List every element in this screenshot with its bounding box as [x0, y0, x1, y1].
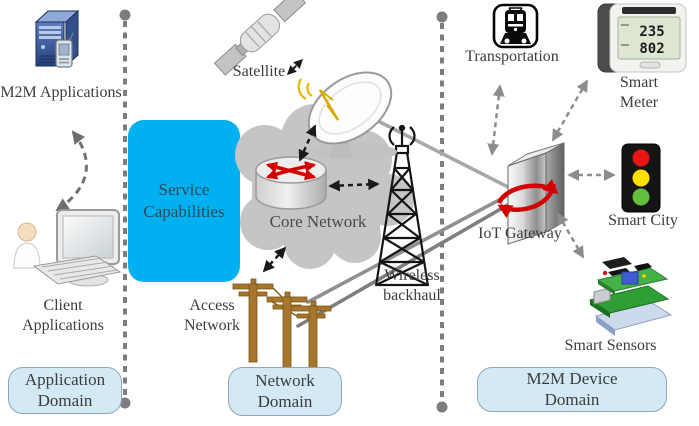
client-workstation-icon [13, 209, 122, 287]
utility-poles-icon [232, 278, 332, 383]
m2m-device-domain-badge-label: M2M Device Domain [526, 369, 618, 409]
access-network-label: Access Network [184, 297, 240, 334]
link-router-tower [328, 178, 380, 192]
core-network-label: Core Network [269, 212, 367, 231]
link-dish-router [298, 124, 317, 162]
gateway-links [487, 79, 616, 259]
transportation-label: Transportation [465, 48, 559, 65]
satellite-icon [213, 0, 307, 76]
divider-application-network [119, 9, 131, 409]
smart-meter-icon: 235 802 [597, 3, 687, 73]
service-capabilities-box: Service Capabilities [128, 120, 240, 282]
smart-sensors-label: Smart Sensors [564, 337, 657, 354]
network-links [262, 59, 380, 273]
cell-tower-icon [374, 124, 430, 287]
network-domain-badge: Network Domain [228, 367, 342, 416]
meter-reading-bottom: 802 [639, 41, 664, 57]
client-applications-label: Client Applications [22, 297, 104, 334]
application-domain-badge-label: Application Domain [24, 370, 106, 410]
smart-meter-label: Smart Meter [619, 74, 659, 111]
satellite-label: Satellite [232, 63, 286, 80]
m2m-applications-label: M2M Applications [0, 84, 122, 101]
core-router-icon [255, 156, 327, 210]
iot-gateway-label: IoT Gateway [478, 225, 562, 242]
link-gateway-meter [551, 79, 589, 142]
link-gateway-transportation [487, 84, 505, 156]
traffic-light-icon [621, 143, 661, 213]
m2m-device-domain-badge: M2M Device Domain [477, 367, 667, 412]
satellite-dish-icon [297, 71, 397, 161]
link-apps-client [55, 130, 88, 212]
smart-city-label: Smart City [608, 212, 678, 229]
link-core-access [262, 246, 287, 273]
meter-reading-top: 235 [639, 24, 664, 40]
network-domain-badge-label: Network Domain [255, 371, 315, 411]
sensor-board-icon [588, 257, 673, 336]
link-satellite-dish [287, 59, 303, 75]
wireless-backhaul-label: Wireless backhaul [383, 267, 441, 304]
service-capabilities-label: Service Capabilities [143, 179, 225, 221]
divider-network-device [436, 11, 448, 413]
iot-gateway-icon [496, 142, 565, 245]
application-domain-badge: Application Domain [8, 367, 122, 414]
m2m-server-icon [34, 9, 80, 68]
train-icon [492, 3, 539, 49]
